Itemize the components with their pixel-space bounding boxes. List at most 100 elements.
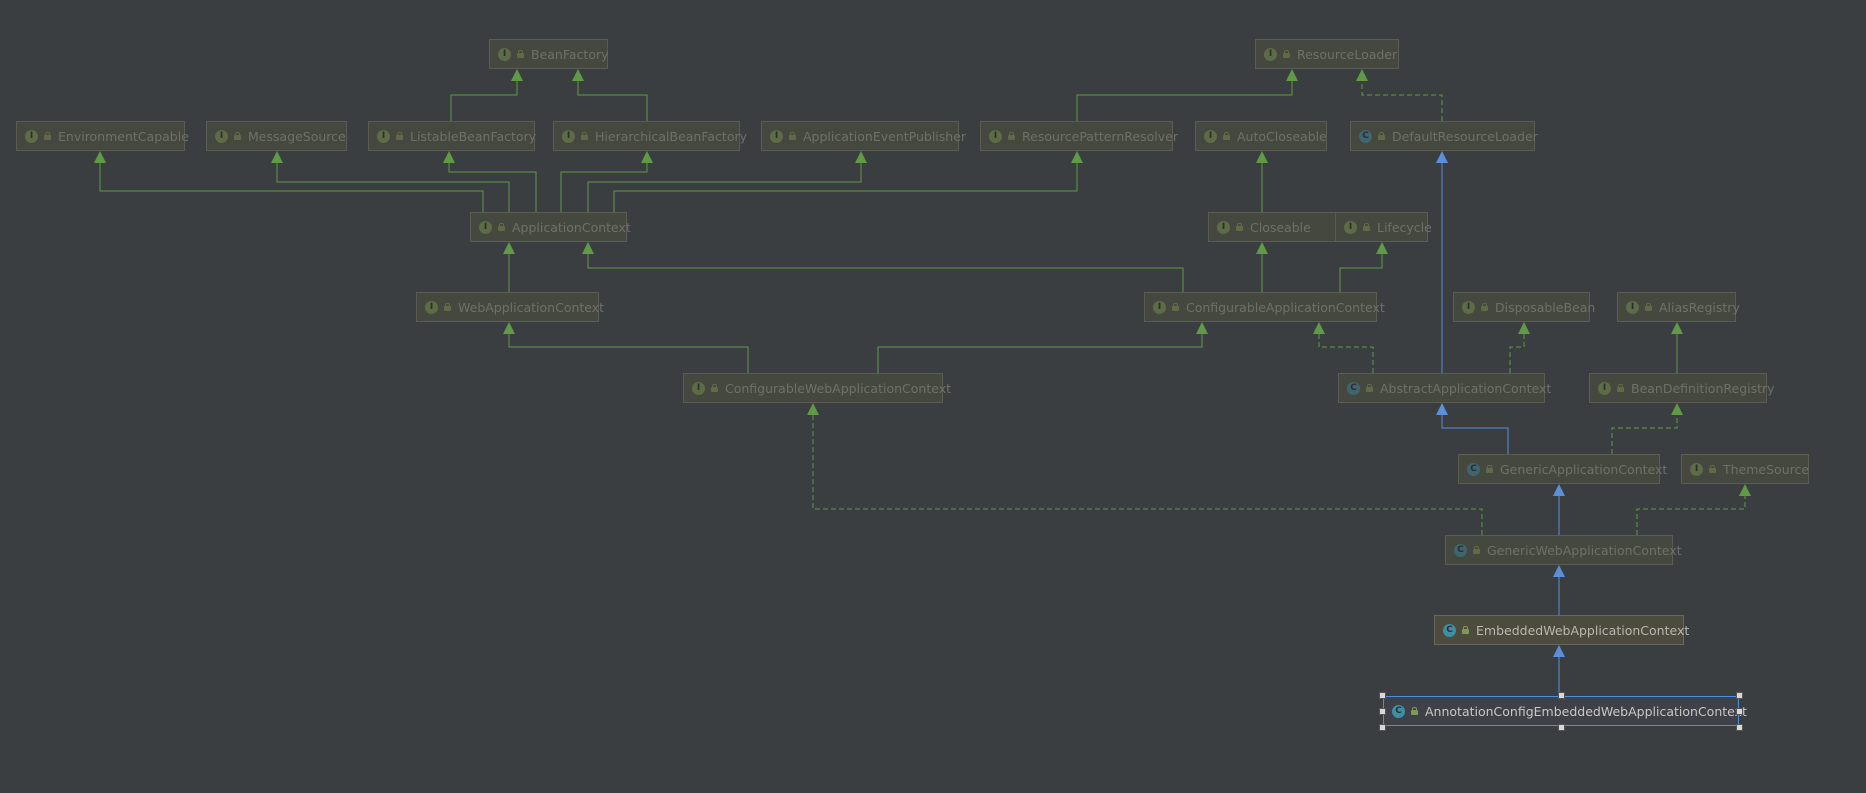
class-icon: C <box>1454 543 1467 557</box>
node-label: WebApplicationContext <box>458 299 605 315</box>
selection-resize-handle[interactable] <box>1379 692 1386 699</box>
node-label: AutoCloseable <box>1237 128 1327 144</box>
node-label: ConfigurableWebApplicationContext <box>725 380 951 396</box>
edge-Closeable-to-AutoCloseable <box>1256 151 1268 212</box>
node-label: ListableBeanFactory <box>410 128 537 144</box>
public-visibility-icon <box>1222 131 1231 141</box>
edge-GenericApplicationContext-to-AbstractApplicationContext <box>1436 403 1509 454</box>
interface-icon: I <box>692 381 705 395</box>
edge-arrowhead <box>807 403 819 415</box>
public-visibility-icon <box>516 49 525 59</box>
interface-icon: I <box>989 129 1002 143</box>
selection-resize-handle[interactable] <box>1736 724 1743 731</box>
edge-arrowhead <box>511 69 523 81</box>
public-visibility-icon <box>1708 464 1717 474</box>
interface-icon: I <box>479 220 492 234</box>
node-WebApplicationContext[interactable]: I WebApplicationContext <box>416 292 604 322</box>
interface-icon: I <box>425 300 438 314</box>
node-ResourcePatternResolver[interactable]: I ResourcePatternResolver <box>980 121 1178 151</box>
edge-arrowhead <box>443 151 455 163</box>
edge-WebApplicationContext-to-ApplicationContext <box>503 242 515 292</box>
node-label: AbstractApplicationContext <box>1380 380 1552 396</box>
interface-icon: I <box>770 129 783 143</box>
node-label: EmbeddedWebApplicationContext <box>1476 622 1690 638</box>
node-AbstractApplicationContext[interactable]: C AbstractApplicationContext <box>1338 373 1551 403</box>
node-ConfigurableWebApplicationContext[interactable]: I ConfigurableWebApplicationContext <box>683 373 951 403</box>
public-visibility-icon <box>443 302 452 312</box>
node-label: ResourcePatternResolver <box>1022 128 1178 144</box>
interface-icon: I <box>498 47 511 61</box>
node-ThemeSource[interactable]: I ThemeSource <box>1681 454 1809 484</box>
edge-ApplicationContext-to-ResourcePatternResolver <box>613 151 1083 212</box>
node-label: AnnotationConfigEmbeddedWebApplicationCo… <box>1425 703 1747 719</box>
edge-ApplicationContext-to-MessageSource <box>271 151 510 212</box>
selection-resize-handle[interactable] <box>1379 708 1386 715</box>
edge-GenericWebApplicationContext-to-ConfigurableWebApplicationContext <box>807 403 1483 535</box>
selection-resize-handle[interactable] <box>1736 708 1743 715</box>
public-visibility-icon <box>710 383 719 393</box>
public-visibility-icon <box>1171 302 1180 312</box>
node-label: ResourceLoader <box>1297 46 1398 62</box>
edge-arrowhead <box>271 151 283 163</box>
node-GenericWebApplicationContext[interactable]: C GenericWebApplicationContext <box>1445 535 1682 565</box>
edge-AnnotationConfigEmbeddedWebApplicationContext-to-EmbeddedWebApplicationContext <box>1553 645 1565 696</box>
edge-ApplicationContext-to-HierarchicalBeanFactory <box>560 151 653 212</box>
edge-ConfigurableWebApplicationContext-to-ConfigurableApplicationContext <box>877 322 1208 373</box>
node-label: EnvironmentCapable <box>58 128 189 144</box>
edge-arrowhead <box>503 242 515 254</box>
node-label: GenericApplicationContext <box>1500 461 1668 477</box>
node-label: GenericWebApplicationContext <box>1487 542 1682 558</box>
node-label: HierarchicalBeanFactory <box>595 128 748 144</box>
selection-resize-handle[interactable] <box>1558 724 1565 731</box>
node-label: ThemeSource <box>1723 461 1810 477</box>
selection-resize-handle[interactable] <box>1558 692 1565 699</box>
edge-arrowhead <box>1518 322 1530 334</box>
interface-icon: I <box>1690 462 1703 476</box>
public-visibility-icon <box>580 131 589 141</box>
selection-resize-handle[interactable] <box>1736 692 1743 699</box>
edge-arrowhead <box>1671 403 1683 415</box>
edge-arrowhead <box>1553 565 1565 577</box>
edge-BeanDefinitionRegistry-to-AliasRegistry <box>1671 322 1683 373</box>
selection-resize-handle[interactable] <box>1379 724 1386 731</box>
edge-GenericApplicationContext-to-BeanDefinitionRegistry <box>1611 403 1683 454</box>
edge-arrowhead <box>855 151 867 163</box>
interface-icon: I <box>1626 300 1639 314</box>
edge-arrowhead <box>1256 242 1268 254</box>
edge-arrowhead <box>1071 151 1083 163</box>
class-icon: C <box>1347 381 1360 395</box>
edge-ConfigurableApplicationContext-to-Closeable <box>1256 242 1268 292</box>
edge-AbstractApplicationContext-to-ConfigurableApplicationContext <box>1313 322 1374 373</box>
edge-ConfigurableApplicationContext-to-Lifecycle <box>1339 242 1388 292</box>
edge-arrowhead <box>582 242 594 254</box>
public-visibility-icon <box>395 131 404 141</box>
public-visibility-icon <box>43 131 52 141</box>
edge-ListableBeanFactory-to-BeanFactory <box>450 69 523 121</box>
edge-ApplicationContext-to-EnvironmentCapable <box>94 151 484 212</box>
edge-arrowhead <box>1436 151 1448 163</box>
edge-HierarchicalBeanFactory-to-BeanFactory <box>572 69 648 121</box>
public-visibility-icon <box>233 131 242 141</box>
public-visibility-icon <box>1485 464 1494 474</box>
